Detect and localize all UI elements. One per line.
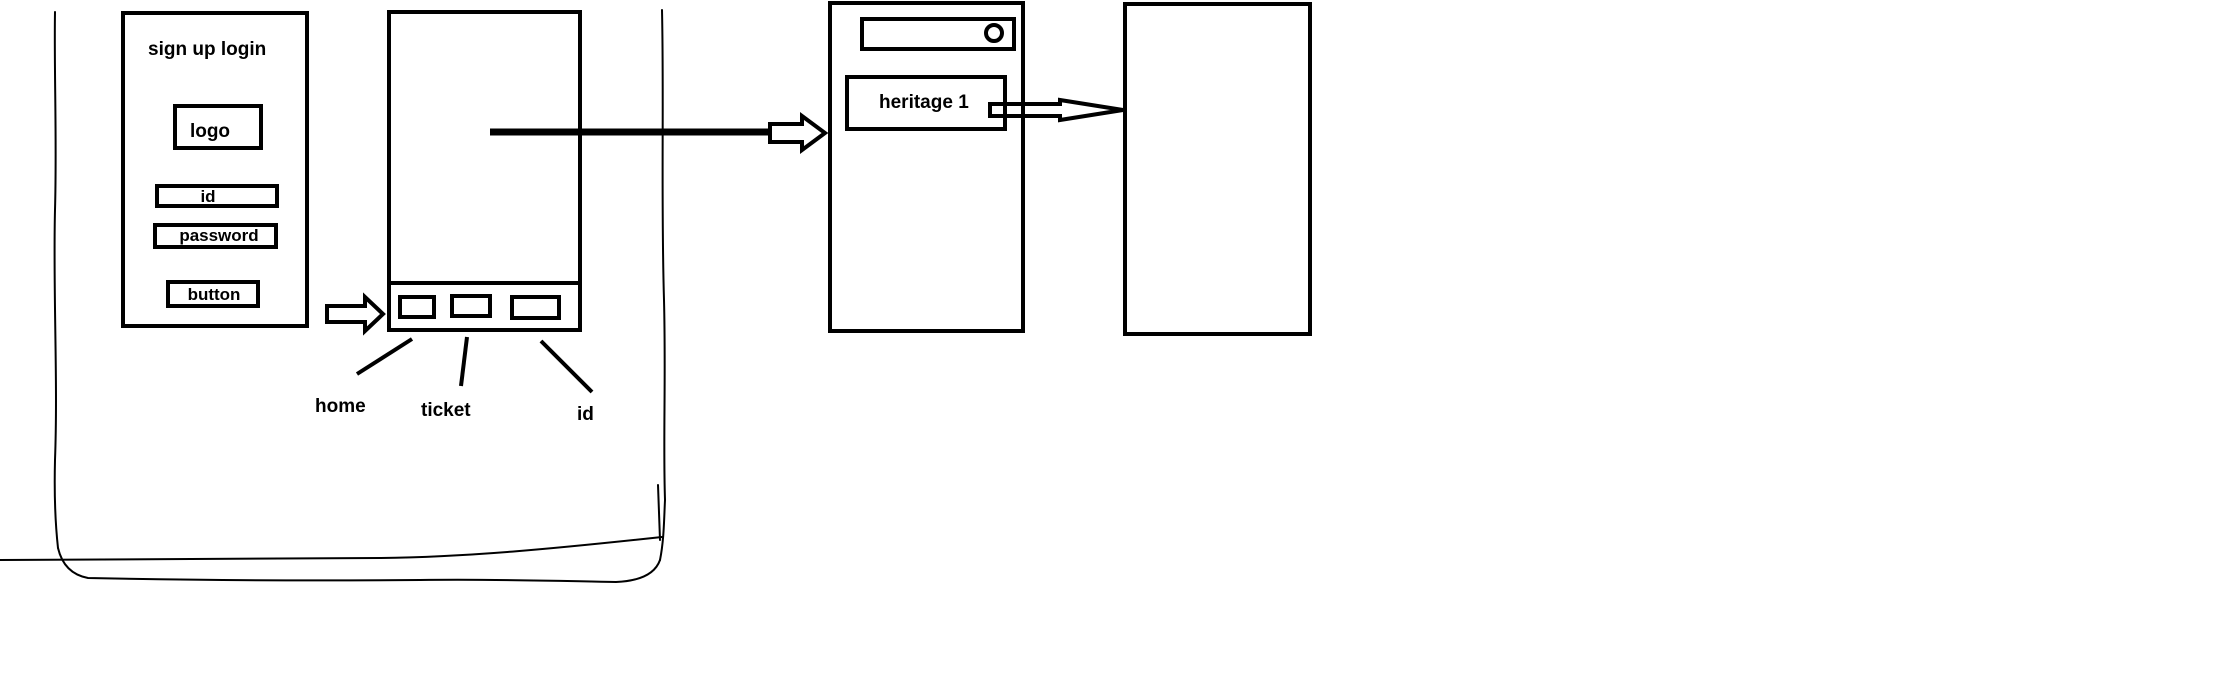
search-bar bbox=[860, 17, 1016, 51]
logo-label: logo bbox=[190, 121, 230, 142]
id-callout-line bbox=[539, 339, 594, 394]
enclosing-sketch-outline bbox=[0, 9, 666, 583]
login-screen: sign up login logo id password button bbox=[121, 11, 309, 328]
list-to-detail-arrow bbox=[988, 97, 1124, 123]
password-field-label: password bbox=[179, 226, 258, 245]
heritage-list-item-label: heritage 1 bbox=[879, 92, 969, 113]
login-screen-frame bbox=[121, 11, 309, 328]
nav-home-label: home bbox=[315, 396, 366, 417]
home-screen bbox=[387, 10, 582, 332]
id-field-label: id bbox=[200, 187, 215, 206]
nav-id-label: id bbox=[577, 404, 594, 425]
home-screen-frame bbox=[387, 10, 582, 332]
id-field bbox=[155, 184, 279, 208]
nav-home-tab bbox=[398, 295, 436, 319]
ticket-callout-line bbox=[459, 336, 469, 387]
nav-ticket-tab bbox=[450, 294, 492, 318]
home-callout-line bbox=[355, 337, 414, 376]
home-to-list-arrow-head bbox=[768, 112, 829, 154]
password-field bbox=[153, 223, 278, 249]
login-to-home-arrow bbox=[325, 292, 386, 336]
login-button bbox=[166, 280, 260, 308]
search-bar-toggle-icon bbox=[984, 23, 1004, 43]
heritage-list-frame bbox=[828, 1, 1025, 333]
login-button-label: button bbox=[188, 285, 241, 304]
nav-id-tab bbox=[510, 295, 561, 320]
heritage-detail-screen bbox=[1123, 2, 1312, 336]
nav-ticket-label: ticket bbox=[421, 400, 471, 421]
login-screen-title: sign up login bbox=[148, 39, 266, 60]
heritage-detail-frame bbox=[1123, 2, 1312, 336]
home-to-list-arrow bbox=[490, 112, 829, 154]
heritage-list-screen: heritage 1 bbox=[828, 1, 1025, 333]
logo-box bbox=[173, 104, 263, 150]
nav-callouts: home ticket id bbox=[315, 336, 594, 425]
